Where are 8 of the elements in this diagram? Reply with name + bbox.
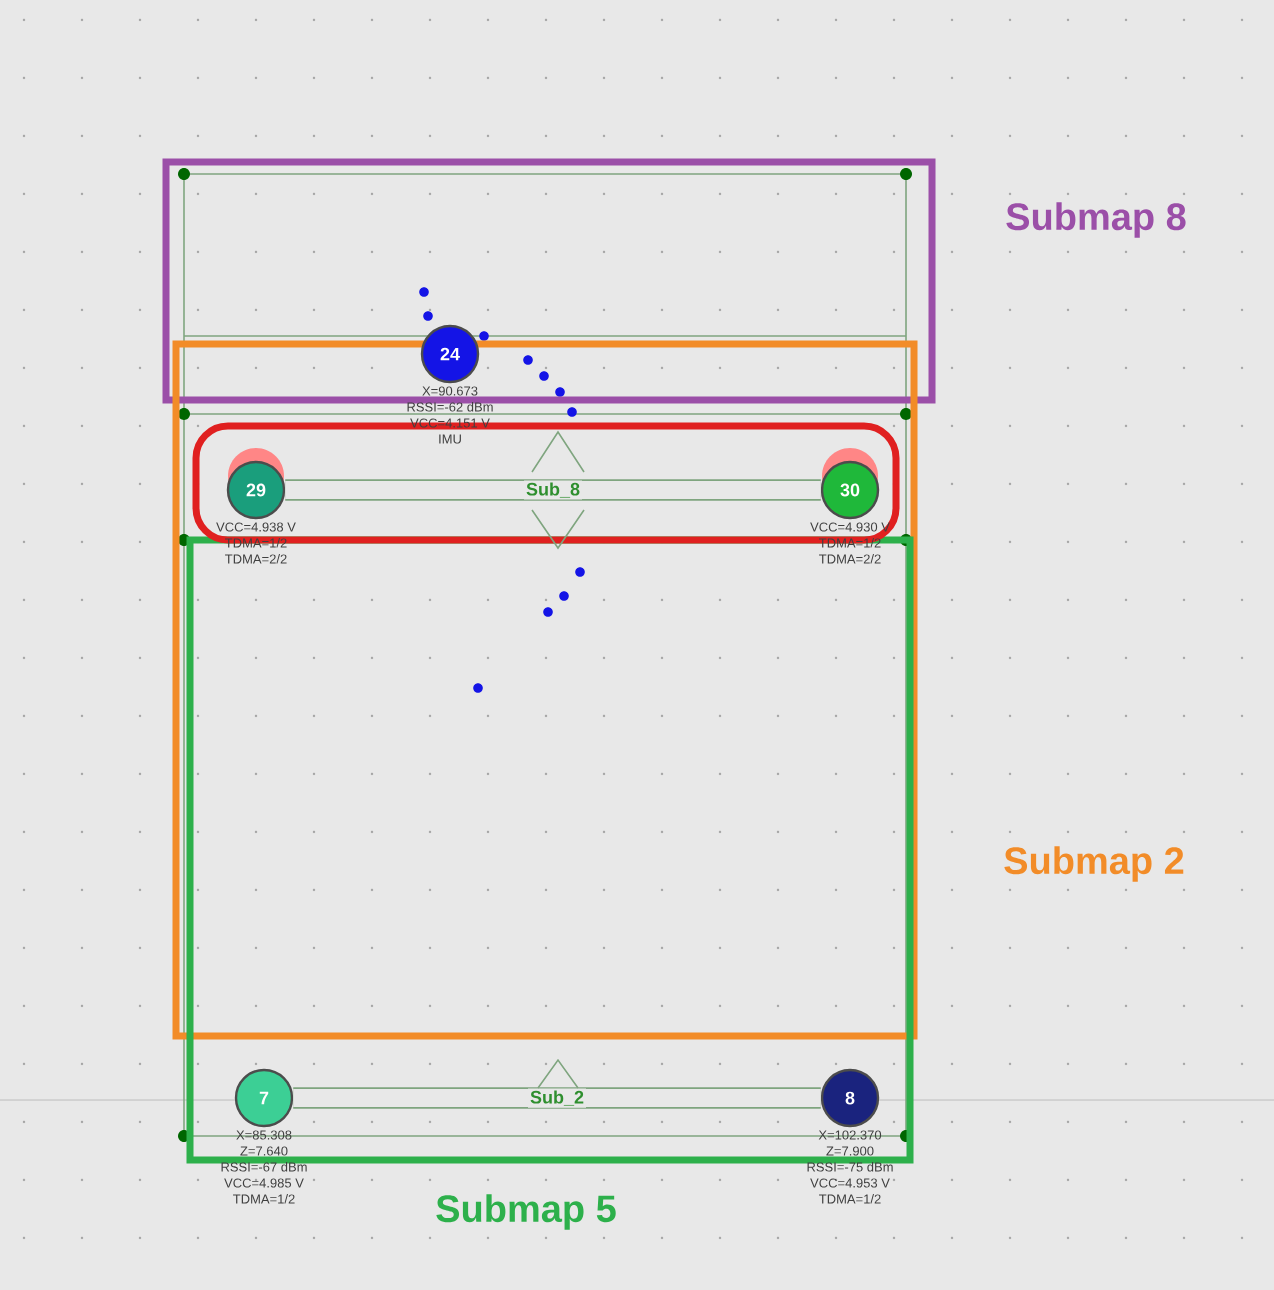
submap-link xyxy=(293,1087,821,1109)
node-label: Submap 8 xyxy=(1006,202,1186,238)
node-label: Submap 2 xyxy=(1004,846,1184,882)
edge-label: Sub_2 xyxy=(530,1090,584,1106)
submap-link xyxy=(285,479,821,501)
node-label: Submap 5 xyxy=(436,1194,616,1230)
submap-frame xyxy=(192,422,900,544)
edge-label: Sub_8 xyxy=(526,482,580,498)
